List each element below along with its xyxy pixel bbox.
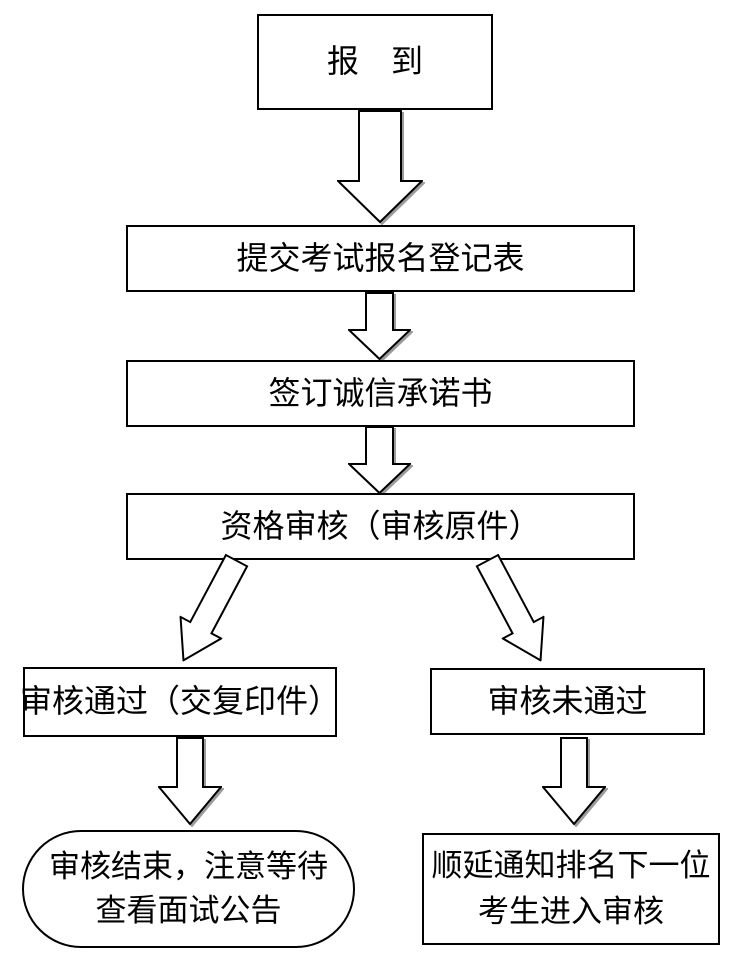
flow-node-review-failed-label: 审核未通过	[487, 681, 648, 720]
flow-node-review-failed: 审核未通过	[430, 668, 705, 735]
flow-node-review-end: 审核结束，注意等待 查看面试公告	[22, 830, 355, 948]
flow-node-submit-form: 提交考试报名登记表	[126, 225, 635, 292]
flow-node-review-end-line1: 审核结束，注意等待	[49, 848, 328, 885]
flow-node-notify-next-line1: 顺延通知排名下一位	[431, 847, 711, 884]
down-block-arrow-icon	[337, 110, 423, 223]
down-block-arrow-icon	[542, 737, 606, 825]
flow-node-notify-next-line2: 考生进入审核	[478, 894, 664, 930]
flow-node-submit-form-label: 提交考试报名登记表	[236, 238, 525, 277]
down-block-arrow-icon	[158, 737, 222, 825]
flow-node-review-end-line2: 查看面试公告	[95, 893, 282, 929]
flow-node-notify-next: 顺延通知排名下一位 考生进入审核	[422, 833, 720, 945]
flow-node-sign-pledge-label: 签订诚信承诺书	[268, 373, 493, 412]
down-block-arrow-icon	[348, 292, 411, 360]
flow-node-review-passed: 审核通过（交复印件）	[20, 667, 341, 737]
flow-node-checkin: 报 到	[257, 14, 493, 110]
down-block-arrow-icon	[348, 426, 411, 494]
down-left-block-arrow-icon	[179, 553, 249, 663]
flow-node-checkin-label: 报 到	[326, 42, 423, 81]
flow-node-qualification-review: 资格审核（审核原件）	[126, 493, 635, 560]
flow-node-review-passed-label: 审核通过（交复印件）	[20, 682, 341, 721]
down-right-block-arrow-icon	[475, 553, 545, 663]
flow-node-qualification-review-label: 资格审核（审核原件）	[220, 506, 541, 545]
flow-node-sign-pledge: 签订诚信承诺书	[126, 360, 635, 427]
